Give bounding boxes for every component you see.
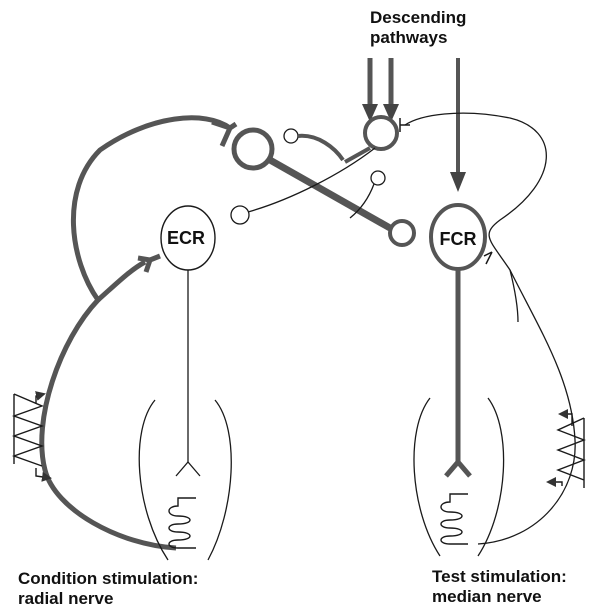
interneuron-upper-right <box>363 115 399 151</box>
synapse-fcr <box>483 251 493 265</box>
descending-arrow-to-fcr <box>450 58 466 192</box>
ecr-endplate <box>175 461 201 477</box>
median-stim-lead-top <box>558 409 573 426</box>
test-label-line1: Test stimulation: <box>432 567 567 586</box>
descending-pathways-label: Descending pathways <box>370 8 466 48</box>
test-stimulation-label: Test stimulation: median nerve <box>432 567 567 607</box>
ecr-spindle-coil <box>168 497 196 549</box>
descending-arrow-right <box>383 58 399 122</box>
crossing-inhibitory-axon <box>268 156 392 232</box>
axon-small-top <box>297 133 345 162</box>
small-interneuron-left <box>230 205 250 225</box>
radial-afferent-pathway <box>39 115 232 551</box>
ecr-label: ECR <box>166 228 205 248</box>
synapse-upper-right-thin <box>399 118 410 132</box>
ecr-muscle-outline <box>138 399 232 561</box>
median-stim-lead-bottom <box>546 477 563 487</box>
test-label-line2: median nerve <box>432 587 542 606</box>
radial-stimulus-zigzag <box>11 393 45 467</box>
synapse-upper-right <box>344 146 371 164</box>
axon-to-small-left-interneuron <box>247 147 376 213</box>
axon-small-mid <box>349 183 375 219</box>
synapse-upper-left <box>211 119 238 148</box>
median-branch <box>509 269 519 323</box>
condition-label-line1: Condition stimulation: <box>18 569 199 588</box>
fcr-spindle-coil <box>440 493 468 545</box>
interneuron-upper-left <box>231 127 275 171</box>
branch-to-ecr <box>96 259 147 302</box>
descending-label-line1: Descending <box>370 8 467 27</box>
fcr-motoneuron <box>429 203 487 271</box>
synapse-ecr <box>137 253 161 273</box>
radial-stim-lead-bottom <box>35 468 52 482</box>
median-stimulus-zigzag <box>556 417 586 488</box>
fcr-muscle-outline <box>413 397 505 557</box>
small-interneuron-mid <box>370 170 386 186</box>
condition-label-line2: radial nerve <box>18 589 114 608</box>
fcr-endplate <box>444 458 472 478</box>
interneuron-lower-right <box>388 219 416 247</box>
descending-arrow-left <box>362 58 378 122</box>
small-interneuron-top <box>283 128 299 144</box>
descending-label-line2: pathways <box>370 28 448 47</box>
condition-stimulation-label: Condition stimulation: radial nerve <box>18 569 198 609</box>
radial-stim-lead-top <box>35 391 46 404</box>
fcr-label: FCR <box>439 229 477 249</box>
median-afferent-pathway <box>404 112 576 545</box>
